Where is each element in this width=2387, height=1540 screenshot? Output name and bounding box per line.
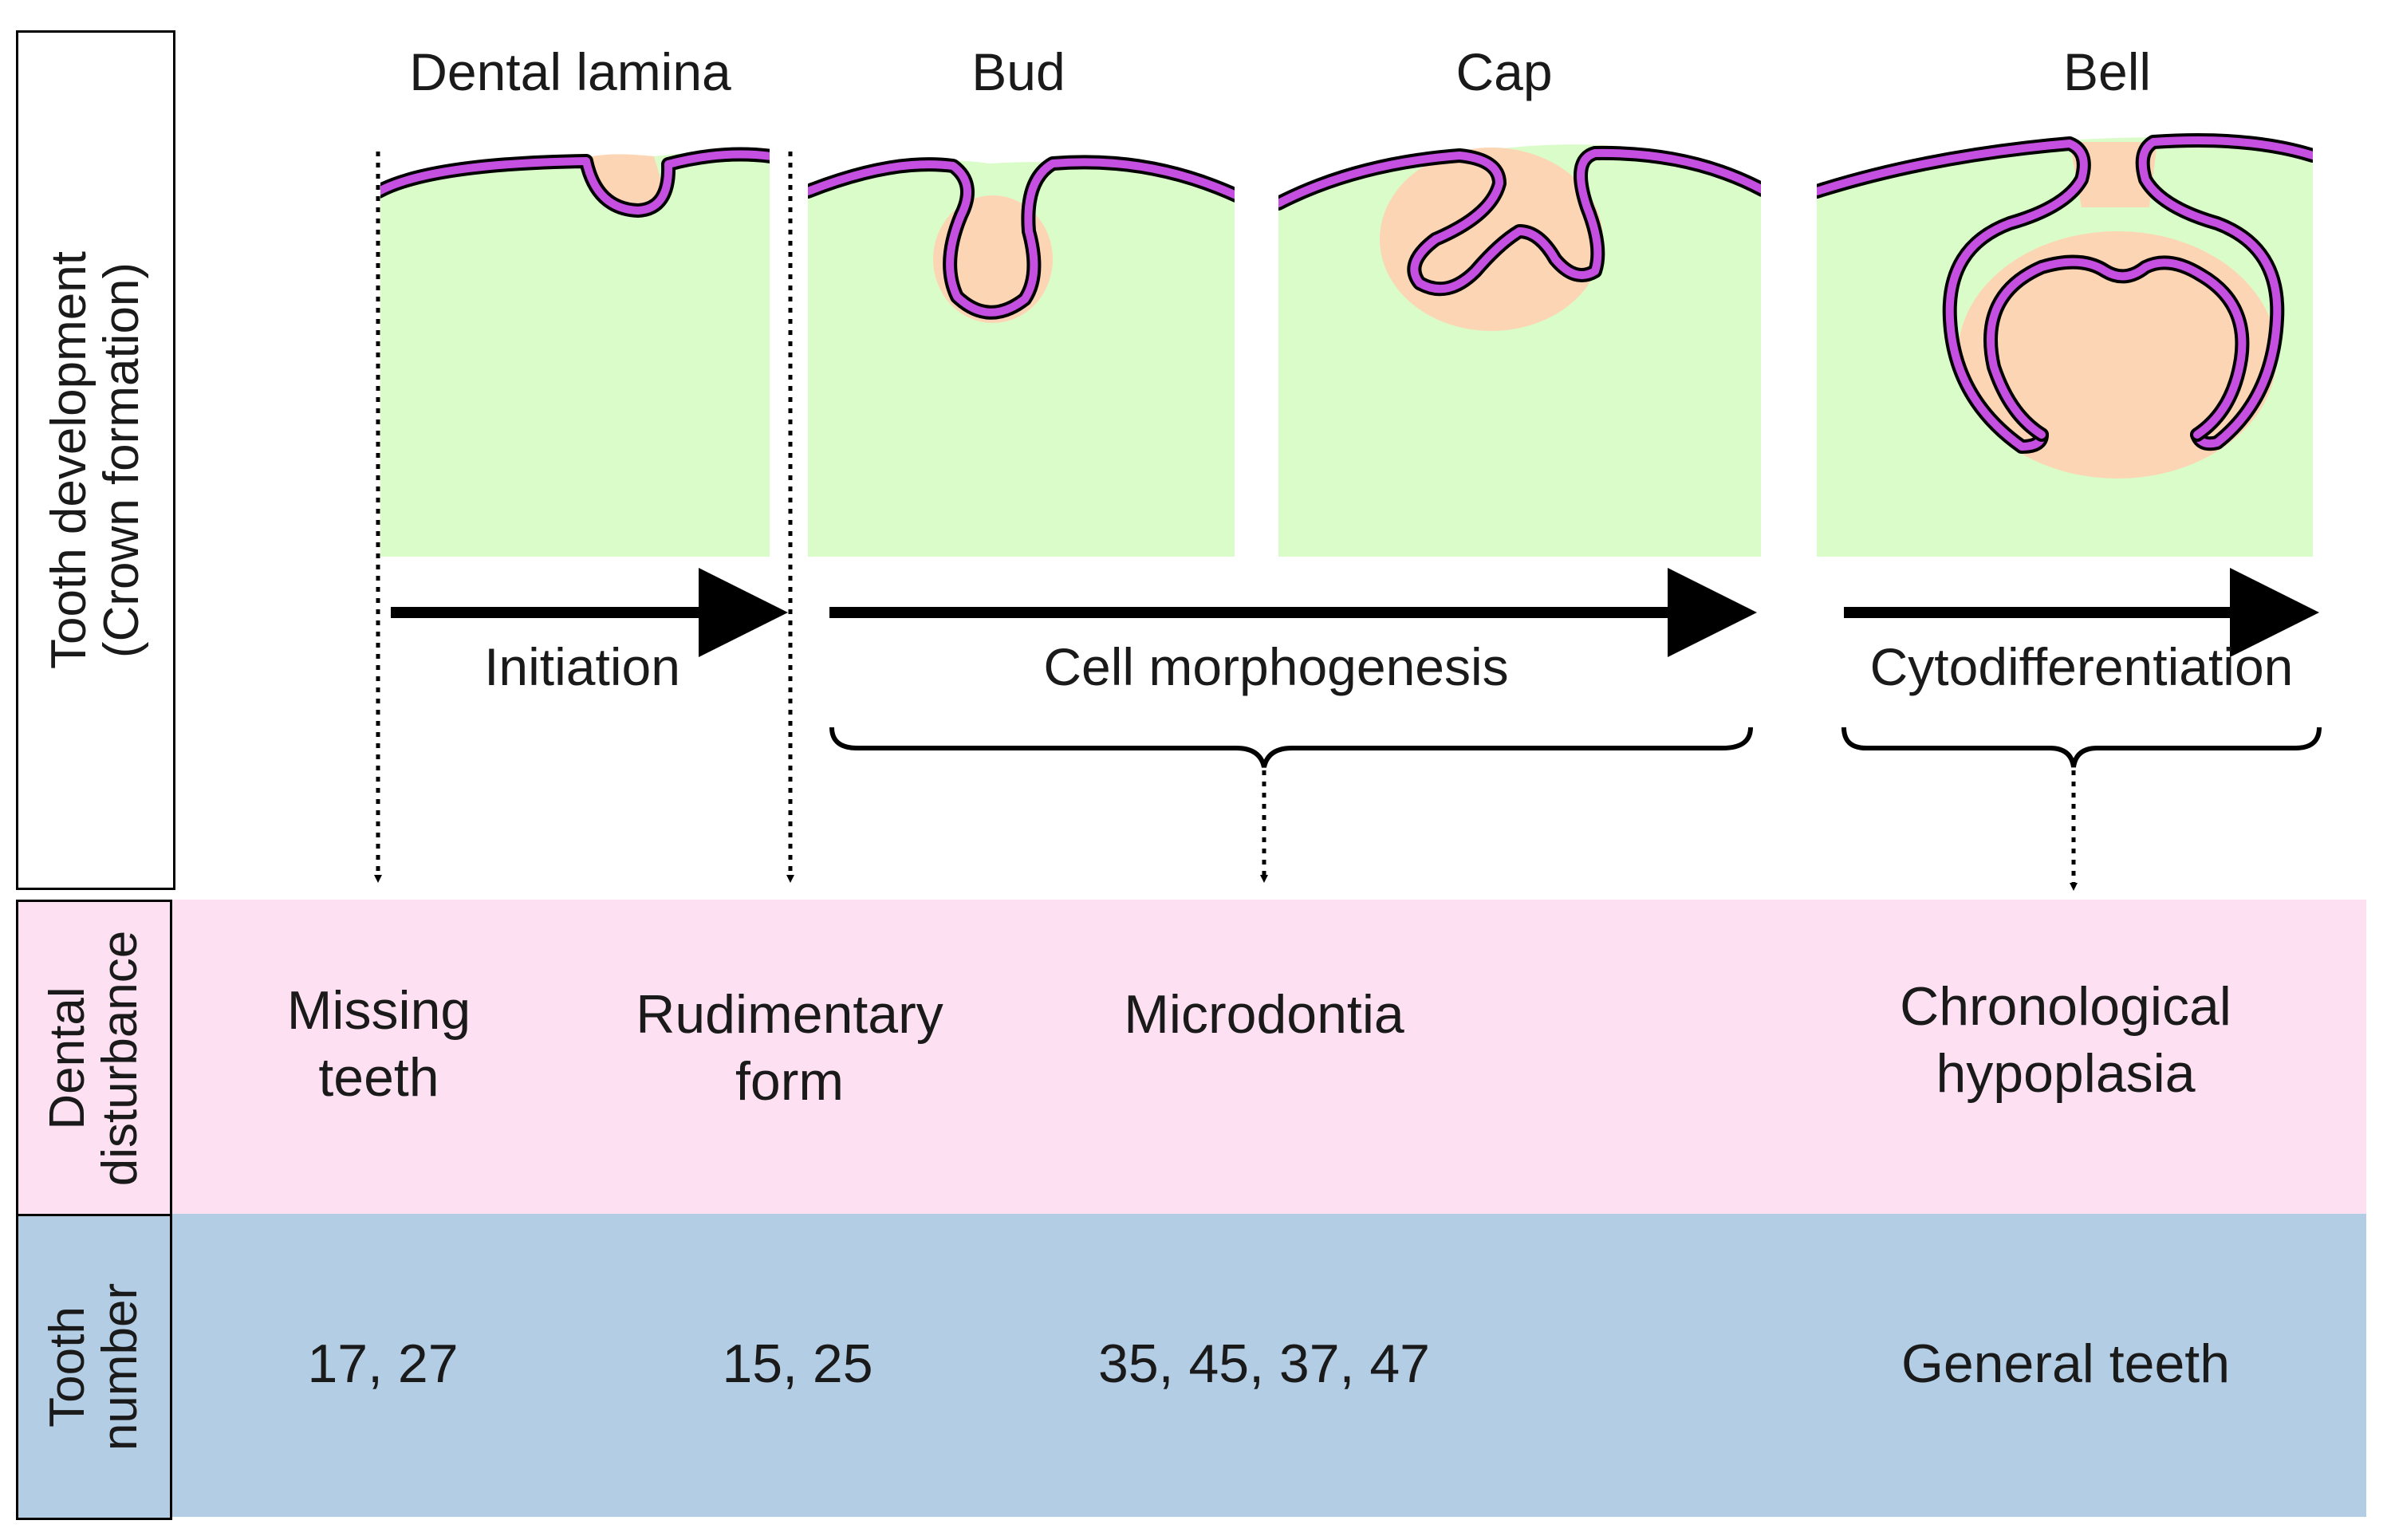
disturbance-missing-line1: Missing (286, 980, 471, 1041)
stage-title-cap: Cap (1455, 42, 1553, 101)
phase-morphogenesis: Cell morphogenesis (1043, 637, 1509, 696)
disturbance-hypoplasia-line2: hypoplasia (1936, 1043, 2196, 1104)
disturbance-band (170, 900, 2366, 1214)
disturbance-rudimentary-line1: Rudimentary (636, 984, 943, 1045)
cap-panel (1278, 144, 1761, 557)
dental-lamina-mesenchyme (380, 152, 770, 557)
bud-mesenchyme (808, 160, 1235, 557)
stage-title-bell: Bell (2062, 42, 2152, 101)
tooth-number-band (170, 1214, 2366, 1517)
phase-initiation: Initiation (484, 637, 680, 696)
cytodifferentiation-brace (1841, 727, 2322, 768)
row-header-development: Tooth development (Crown formation) (16, 30, 175, 890)
row-header-number: Tooth number (16, 1214, 172, 1520)
disturbance-hypoplasia-line1: Chronological (1900, 976, 2231, 1037)
bud-panel (808, 155, 1235, 557)
disturbance-missing-teeth: Missing teeth (239, 977, 518, 1111)
tooth-number-general: General teeth (1901, 1333, 2231, 1394)
tooth-number-rudimentary: 15, 25 (722, 1333, 873, 1394)
morphogenesis-brace (829, 727, 1753, 768)
tooth-number-missing: 17, 27 (307, 1333, 459, 1394)
phase-cytodifferentiation: Cytodifferentiation (1869, 637, 2294, 696)
disturbance-microdontia: Microdontia (1065, 981, 1463, 1048)
disturbance-microdontia-line1: Microdontia (1124, 984, 1404, 1045)
bell-panel (1817, 133, 2313, 557)
stage-title-dental-lamina: Dental lamina (409, 42, 731, 101)
tooth-number-microdontia: 35, 45, 37, 47 (1098, 1333, 1430, 1394)
disturbance-rudimentary-line2: form (735, 1051, 844, 1112)
row-header-disturbance: Dental disturbance (16, 900, 172, 1217)
disturbance-chronological-hypoplasia: Chronological hypoplasia (1826, 973, 2305, 1107)
dental-lamina-panel (380, 147, 770, 557)
stage-title-bud: Bud (971, 42, 1065, 101)
disturbance-missing-line2: teeth (318, 1047, 439, 1108)
bell-papilla (1958, 231, 2277, 479)
disturbance-rudimentary-form: Rudimentary form (590, 981, 989, 1115)
